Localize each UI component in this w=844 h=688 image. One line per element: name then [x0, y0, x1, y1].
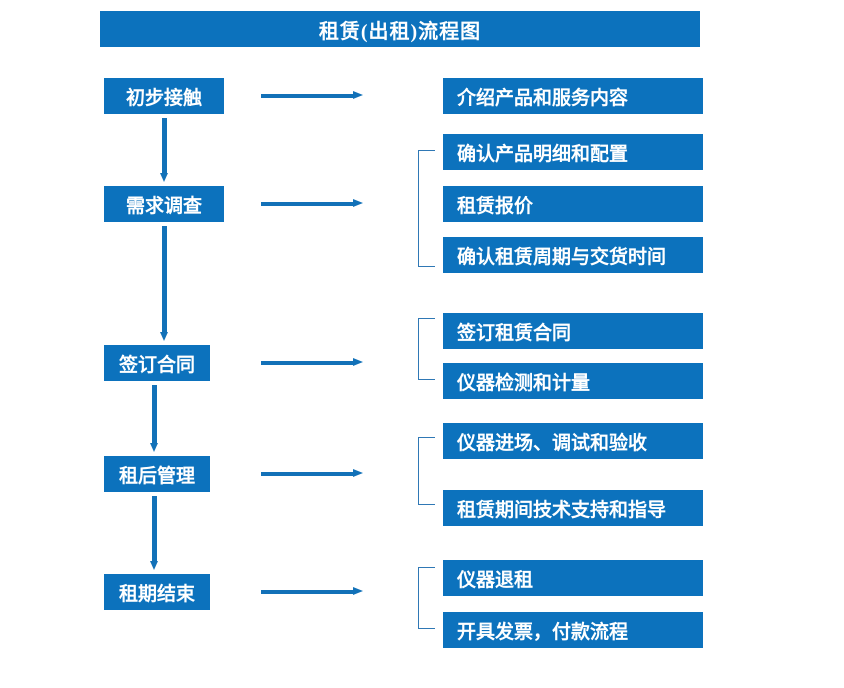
diagram-title: 租赁(出租)流程图 — [100, 11, 700, 47]
detail-box-介绍产品和服务内容[interactable]: 介绍产品和服务内容 — [443, 78, 703, 114]
down-arrow-4 — [150, 496, 159, 570]
arrow-head — [150, 561, 158, 570]
stage-box-初步接触[interactable]: 初步接触 — [104, 78, 224, 114]
down-arrow-3 — [150, 385, 159, 452]
arrow-head — [353, 199, 363, 207]
arrow-shaft — [261, 361, 353, 365]
arrow-head — [160, 173, 168, 182]
arrow-shaft — [261, 472, 353, 476]
right-arrow-5 — [261, 587, 363, 596]
group-bracket-5 — [418, 567, 435, 629]
arrow-head — [353, 587, 363, 595]
arrow-head — [353, 358, 363, 366]
group-bracket-4 — [418, 437, 435, 505]
arrow-shaft — [152, 385, 157, 443]
group-bracket-3 — [418, 318, 435, 380]
detail-box-签订租赁合同[interactable]: 签订租赁合同 — [443, 313, 703, 349]
detail-box-租赁报价[interactable]: 租赁报价 — [443, 186, 703, 222]
detail-box-仪器进场调试和验收[interactable]: 仪器进场、调试和验收 — [443, 423, 703, 459]
detail-box-确认租赁周期与交货时间[interactable]: 确认租赁周期与交货时间 — [443, 237, 703, 273]
right-arrow-4 — [261, 469, 363, 478]
detail-box-仪器检测和计量[interactable]: 仪器检测和计量 — [443, 363, 703, 399]
arrow-shaft — [261, 94, 353, 98]
detail-box-确认产品明细和配置[interactable]: 确认产品明细和配置 — [443, 134, 703, 170]
detail-box-开具发票付款流程[interactable]: 开具发票，付款流程 — [443, 612, 703, 648]
stage-box-需求调查[interactable]: 需求调查 — [104, 186, 224, 222]
stage-box-租期结束[interactable]: 租期结束 — [104, 574, 210, 610]
group-bracket-2 — [418, 150, 435, 267]
arrow-head — [353, 91, 363, 99]
arrow-head — [353, 469, 363, 477]
arrow-shaft — [162, 118, 167, 173]
arrow-head — [150, 443, 158, 452]
down-arrow-2 — [160, 226, 169, 341]
right-arrow-2 — [261, 199, 363, 208]
stage-box-签订合同[interactable]: 签订合同 — [104, 345, 210, 381]
stage-box-租后管理[interactable]: 租后管理 — [104, 456, 210, 492]
detail-box-租赁期间技术支持和指导[interactable]: 租赁期间技术支持和指导 — [443, 490, 703, 526]
arrow-shaft — [162, 226, 167, 332]
arrow-head — [160, 332, 168, 341]
arrow-shaft — [261, 590, 353, 594]
arrow-shaft — [152, 496, 157, 561]
detail-box-仪器退租[interactable]: 仪器退租 — [443, 560, 703, 596]
right-arrow-1 — [261, 91, 363, 100]
down-arrow-1 — [160, 118, 169, 182]
right-arrow-3 — [261, 358, 363, 367]
arrow-shaft — [261, 202, 353, 206]
